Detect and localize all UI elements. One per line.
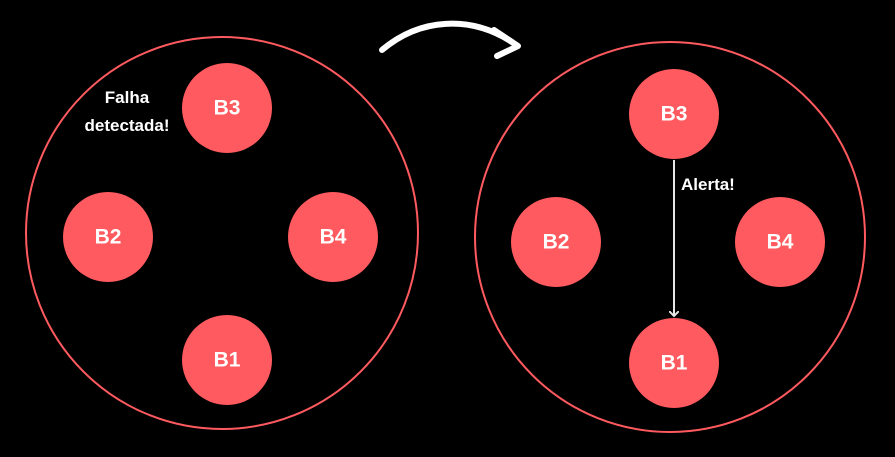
right-cluster-ring xyxy=(474,41,866,433)
node-circle xyxy=(629,69,719,159)
node-label: B2 xyxy=(543,231,570,254)
right-node-b1: B1 xyxy=(629,318,719,408)
left-cluster-ring xyxy=(25,36,419,430)
node-circle xyxy=(735,197,825,287)
transition-arrow xyxy=(379,20,521,59)
node-circle xyxy=(182,315,272,405)
node-circle xyxy=(511,197,601,287)
right-node-b4: B4 xyxy=(735,197,825,287)
left-node-b3: B3 xyxy=(182,63,272,153)
node-circle xyxy=(288,192,378,282)
failure-note: Falha detectada! xyxy=(84,88,169,135)
node-label: B1 xyxy=(214,349,241,372)
node-circle xyxy=(63,192,153,282)
left-node-b1: B1 xyxy=(182,315,272,405)
right-node-b3: B3 xyxy=(629,69,719,159)
node-label: B1 xyxy=(661,352,688,375)
arrow-head xyxy=(491,27,521,59)
node-label: B4 xyxy=(767,231,794,254)
node-label: B4 xyxy=(320,226,347,249)
node-circle xyxy=(629,318,719,408)
left-node-b2: B2 xyxy=(63,192,153,282)
alert-label: Alerta! xyxy=(681,175,735,194)
failure-note-line1: Falha xyxy=(105,88,150,107)
right-node-b2: B2 xyxy=(511,197,601,287)
node-circle xyxy=(182,63,272,153)
failure-note-line2: detectada! xyxy=(84,116,169,135)
left-node-b4: B4 xyxy=(288,192,378,282)
node-label: B3 xyxy=(661,103,688,126)
right-cluster: Alerta! B3 B2 B4 B1 xyxy=(474,41,866,433)
left-cluster: B3 B2 B4 B1 Falha detectada! xyxy=(25,36,419,430)
node-label: B2 xyxy=(95,226,122,249)
node-label: B3 xyxy=(214,97,241,120)
